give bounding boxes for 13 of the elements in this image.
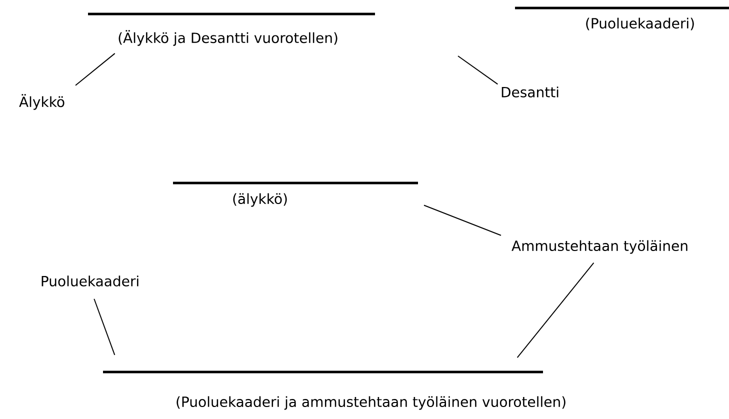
connector-line xyxy=(458,56,498,85)
label-text: Älykkö xyxy=(19,94,64,110)
connector-line xyxy=(94,298,116,356)
label-text: Desantti xyxy=(502,86,558,98)
bar-label: (Puoluekaaderi) xyxy=(515,6,729,30)
bar-label: (Älykkö ja Desantti vuorotellen) xyxy=(88,12,375,46)
bar-label: (Puoluekaaderi ja ammustehtaan työläinen vuorotellen) xyxy=(103,370,566,410)
connector-line xyxy=(423,204,502,236)
label-text: Ammustehtaan työläinen xyxy=(512,240,688,254)
connector-line xyxy=(516,262,594,358)
bar-label: (älykkö) xyxy=(173,182,418,207)
label-text: Puoluekaaderi xyxy=(42,276,138,286)
connector-line xyxy=(75,52,116,86)
